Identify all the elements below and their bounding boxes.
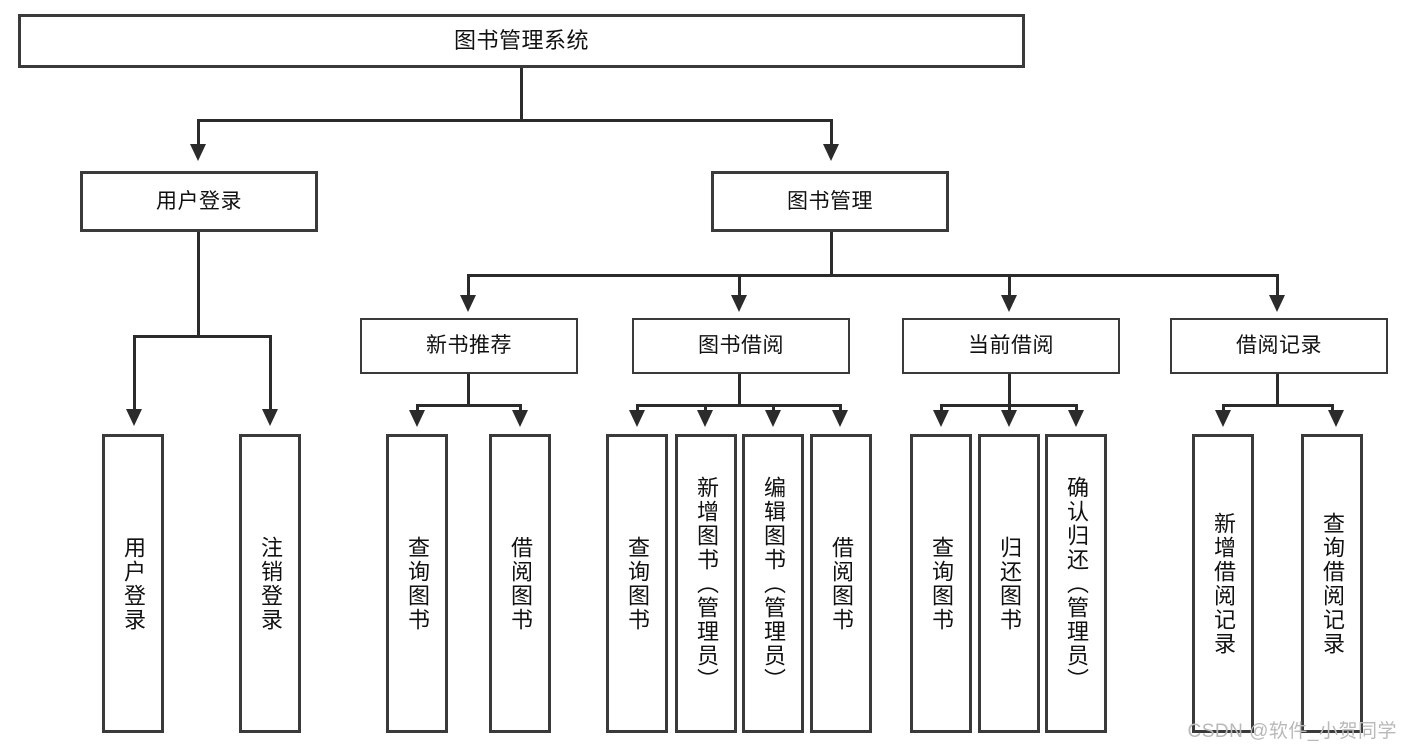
- connector-br-bus: [1222, 404, 1334, 407]
- arrowhead-book-management: [823, 144, 839, 161]
- arrowhead-current-borrow: [1001, 295, 1017, 312]
- connector-root-bus: [197, 119, 833, 122]
- node-borrow-record-label: 借阅记录: [1236, 334, 1322, 358]
- connector-bm-drop-3: [1008, 274, 1011, 297]
- connector-nbr-stem: [467, 374, 470, 407]
- connector-cb-drop-3: [1075, 404, 1078, 412]
- connector-nbr-bus: [416, 404, 522, 407]
- arrowhead-leaf-query-book-3: [933, 410, 949, 427]
- node-root[interactable]: 图书管理系统: [18, 14, 1025, 68]
- arrowhead-leaf-borrow-book-1: [512, 410, 528, 427]
- connector-bb-drop-1: [636, 404, 639, 412]
- node-leaf-query-borrow-record[interactable]: 查询借阅记录: [1301, 434, 1363, 733]
- connector-root-drop-book-management: [830, 119, 833, 146]
- node-leaf-add-borrow-record[interactable]: 新增借阅记录: [1192, 434, 1254, 733]
- connector-bb-bus: [636, 404, 842, 407]
- node-leaf-query-book-2[interactable]: 查询图书: [606, 434, 668, 733]
- node-leaf-query-book-1[interactable]: 查询图书: [386, 434, 448, 733]
- node-leaf-query-book-2-label: 查询图书: [624, 535, 650, 632]
- node-leaf-logout-label: 注销登录: [257, 535, 283, 632]
- node-leaf-add-borrow-record-label: 新增借阅记录: [1210, 511, 1236, 656]
- node-leaf-query-book-3[interactable]: 查询图书: [910, 434, 972, 733]
- node-new-book-recommend-label: 新书推荐: [426, 334, 512, 358]
- connector-user-login-stem: [197, 232, 200, 337]
- arrowhead-leaf-add-borrow-record: [1215, 410, 1231, 427]
- node-leaf-logout[interactable]: 注销登录: [239, 434, 301, 733]
- node-book-management-label: 图书管理: [787, 189, 873, 213]
- node-book-management[interactable]: 图书管理: [711, 171, 949, 232]
- node-leaf-add-book-admin[interactable]: 新增图书（管理员）: [675, 434, 737, 733]
- arrowhead-new-book-recommend: [460, 295, 476, 312]
- connector-br-drop-2: [1331, 404, 1334, 412]
- arrowhead-leaf-query-book-2: [629, 410, 645, 427]
- connector-nbr-drop-1: [416, 404, 419, 412]
- connector-bm-drop-1: [467, 274, 470, 297]
- connector-bb-drop-3: [772, 404, 775, 412]
- connector-user-login-bus: [133, 335, 272, 338]
- node-book-borrow-label: 图书借阅: [698, 334, 784, 358]
- node-leaf-user-login[interactable]: 用户登录: [102, 434, 164, 733]
- connector-bb-drop-2: [704, 404, 707, 412]
- node-leaf-borrow-book-1-label: 借阅图书: [507, 535, 533, 632]
- connector-cb-stem: [1008, 374, 1011, 407]
- node-leaf-edit-book-admin-label: 编辑图书（管理员）: [760, 475, 786, 692]
- connector-bb-stem: [738, 374, 741, 407]
- arrowhead-borrow-record: [1269, 295, 1285, 312]
- connector-user-login-drop-2: [269, 335, 272, 411]
- arrowhead-leaf-return-book: [1001, 410, 1017, 427]
- node-leaf-borrow-book-2-label: 借阅图书: [828, 535, 854, 632]
- node-leaf-return-book[interactable]: 归还图书: [978, 434, 1040, 733]
- arrowhead-leaf-borrow-book-2: [832, 410, 848, 427]
- arrowhead-leaf-confirm-return-admin: [1068, 410, 1084, 427]
- connector-cb-drop-1: [940, 404, 943, 412]
- node-current-borrow[interactable]: 当前借阅: [902, 318, 1120, 374]
- connector-root-drop-user-login: [197, 119, 200, 146]
- node-leaf-return-book-label: 归还图书: [996, 535, 1022, 632]
- arrowhead-leaf-add-book-admin: [697, 410, 713, 427]
- arrowhead-leaf-query-book-1: [409, 410, 425, 427]
- arrowhead-leaf-user-login: [126, 409, 142, 426]
- connector-bb-drop-4: [839, 404, 842, 412]
- node-new-book-recommend[interactable]: 新书推荐: [360, 318, 578, 374]
- connector-cb-drop-2: [1008, 404, 1011, 412]
- connector-br-drop-1: [1222, 404, 1225, 412]
- connector-book-management-bus: [467, 274, 1279, 277]
- arrowhead-leaf-logout: [262, 409, 278, 426]
- arrowhead-leaf-query-borrow-record: [1328, 410, 1344, 427]
- connector-root-stem: [520, 68, 523, 120]
- connector-nbr-drop-2: [519, 404, 522, 412]
- connector-br-stem: [1276, 374, 1279, 407]
- connector-bm-drop-4: [1276, 274, 1279, 297]
- node-leaf-query-book-1-label: 查询图书: [404, 535, 430, 632]
- node-leaf-query-book-3-label: 查询图书: [928, 535, 954, 632]
- node-leaf-confirm-return-admin-label: 确认归还（管理员）: [1063, 475, 1089, 692]
- node-leaf-add-book-admin-label: 新增图书（管理员）: [693, 475, 719, 692]
- arrowhead-user-login: [190, 144, 206, 161]
- node-leaf-borrow-book-2[interactable]: 借阅图书: [810, 434, 872, 733]
- node-borrow-record[interactable]: 借阅记录: [1170, 318, 1388, 374]
- node-current-borrow-label: 当前借阅: [968, 334, 1054, 358]
- node-leaf-confirm-return-admin[interactable]: 确认归还（管理员）: [1045, 434, 1107, 733]
- watermark-text: CSDN @软件_小贺同学: [1187, 721, 1397, 742]
- arrowhead-leaf-edit-book-admin: [765, 410, 781, 427]
- node-root-label: 图书管理系统: [453, 27, 589, 53]
- connector-bm-drop-2: [738, 274, 741, 297]
- node-book-borrow[interactable]: 图书借阅: [632, 318, 850, 374]
- node-user-login-label: 用户登录: [156, 189, 242, 213]
- connector-user-login-drop-1: [133, 335, 136, 411]
- arrowhead-book-borrow: [731, 295, 747, 312]
- node-leaf-borrow-book-1[interactable]: 借阅图书: [489, 434, 551, 733]
- node-user-login[interactable]: 用户登录: [80, 171, 318, 232]
- node-leaf-edit-book-admin[interactable]: 编辑图书（管理员）: [742, 434, 804, 733]
- node-leaf-query-borrow-record-label: 查询借阅记录: [1319, 511, 1345, 656]
- node-leaf-user-login-label: 用户登录: [120, 535, 146, 632]
- connector-book-management-stem: [830, 232, 833, 277]
